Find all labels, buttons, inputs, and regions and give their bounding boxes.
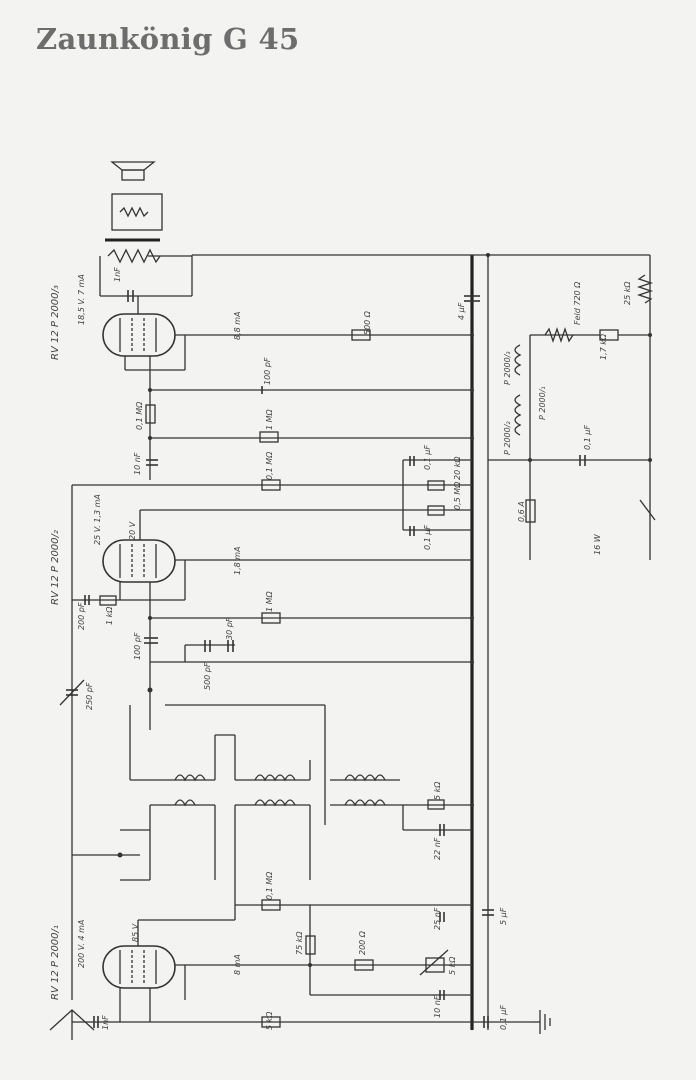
- tube-3-name: RV 12 P 2000/₃: [50, 285, 61, 360]
- cap-trim-30-label: 30 pF: [225, 617, 234, 640]
- r-200-label: 200 Ω: [358, 930, 367, 955]
- ballast-3-label: P 2000/₂: [503, 421, 512, 455]
- junctions: [117, 253, 652, 967]
- cap-5uf-label: 5 μF: [499, 907, 508, 925]
- tube-2-grid: 20 V: [128, 521, 137, 540]
- output-transformer: [105, 238, 161, 264]
- r-5k-label: 5 kΩ: [433, 781, 442, 800]
- r-75k-label: 75 kΩ: [295, 931, 304, 955]
- tube-1-current: 8 mA: [233, 954, 242, 975]
- power-label: 16 W: [593, 533, 602, 555]
- r-1k-label: 1 kΩ: [105, 606, 114, 625]
- cap-01uf-mains-label: 0,1 μF: [583, 425, 592, 450]
- tube-1: [102, 945, 176, 989]
- r-17k-label: 1,7 kΩ: [599, 333, 608, 360]
- cap-500-label: 500 pF: [203, 662, 212, 690]
- cap-4uf-label: 4 μF: [457, 302, 466, 320]
- cap-01uf-a-label: 0,1 μF: [423, 445, 432, 470]
- cap-1nf-top-label: 1nF: [113, 267, 122, 282]
- tube-1-voltage: 200 V. 4 mA: [77, 920, 86, 968]
- cap-100pf-label: 100 pF: [263, 357, 272, 385]
- cap-100pf-b-label: 100 pF: [133, 632, 142, 660]
- tube-3-current: 8,8 mA: [233, 311, 242, 340]
- cap-22nf-label: 22 nF: [433, 837, 442, 860]
- cap-250pf-label: 250 pF: [85, 682, 94, 710]
- r-1m-a-label: 1 MΩ: [265, 408, 274, 430]
- r-1m-b-label: 1 MΩ: [265, 590, 274, 612]
- power-supply: [488, 255, 656, 560]
- ballast-1-label: P 2000/₃: [503, 351, 512, 385]
- r-01m-c-label: 0,1 MΩ: [265, 871, 274, 900]
- fuse-label: 0,6 A: [517, 501, 526, 522]
- cap-01uf-b-label: 0,1 μF: [423, 525, 432, 550]
- tube-2-name: RV 12 P 2000/₂: [50, 530, 61, 605]
- tube-2-current: 1,8 mA: [233, 546, 242, 575]
- ballast-2-label: P 2000/₁: [538, 386, 547, 420]
- r-01m-label: 0,1 MΩ: [135, 401, 144, 430]
- cap-200pf-label: 200 pF: [77, 602, 86, 630]
- tube-1-grid: 85 V: [131, 923, 140, 942]
- coil-block: [72, 690, 472, 881]
- r-25-label: 25 kΩ: [623, 281, 632, 305]
- tube-2-voltage: 25 V. 1,3 mA: [93, 494, 102, 545]
- tube-2: [102, 539, 176, 583]
- cap-25nf-label: 25 nF: [433, 907, 442, 930]
- feld-label: Feld 720 Ω: [573, 281, 582, 325]
- cap-10nf-label: 10 nF: [133, 452, 142, 475]
- ground-icon: [530, 1010, 551, 1034]
- cap-01uf-c-label: 0,1 μF: [499, 1005, 508, 1030]
- r-500-label: 500 Ω: [363, 310, 372, 335]
- tube-3-voltage: 18,5 V. 7 mA: [77, 274, 86, 325]
- antenna-icon: [49, 1009, 95, 1040]
- cap-1nf-bot-label: 1nF: [101, 1015, 110, 1030]
- r-01m-b-label: 0,1 MΩ: [265, 451, 274, 480]
- r-20k-label: 20 kΩ: [453, 456, 462, 480]
- speaker-icon: [110, 161, 163, 231]
- tube-1-name: RV 12 P 2000/₁: [50, 925, 61, 1000]
- r-05m-label: 0,5 MΩ: [453, 481, 462, 510]
- schematic-title: Zaunkönig G 45: [36, 22, 300, 56]
- tube-3: [102, 313, 176, 357]
- cap-10nf-b-label: 10 nF: [433, 995, 442, 1018]
- r-5k-b-label: 5 kΩ: [265, 1011, 274, 1030]
- pot-5k-label: 5 kΩ: [448, 956, 457, 975]
